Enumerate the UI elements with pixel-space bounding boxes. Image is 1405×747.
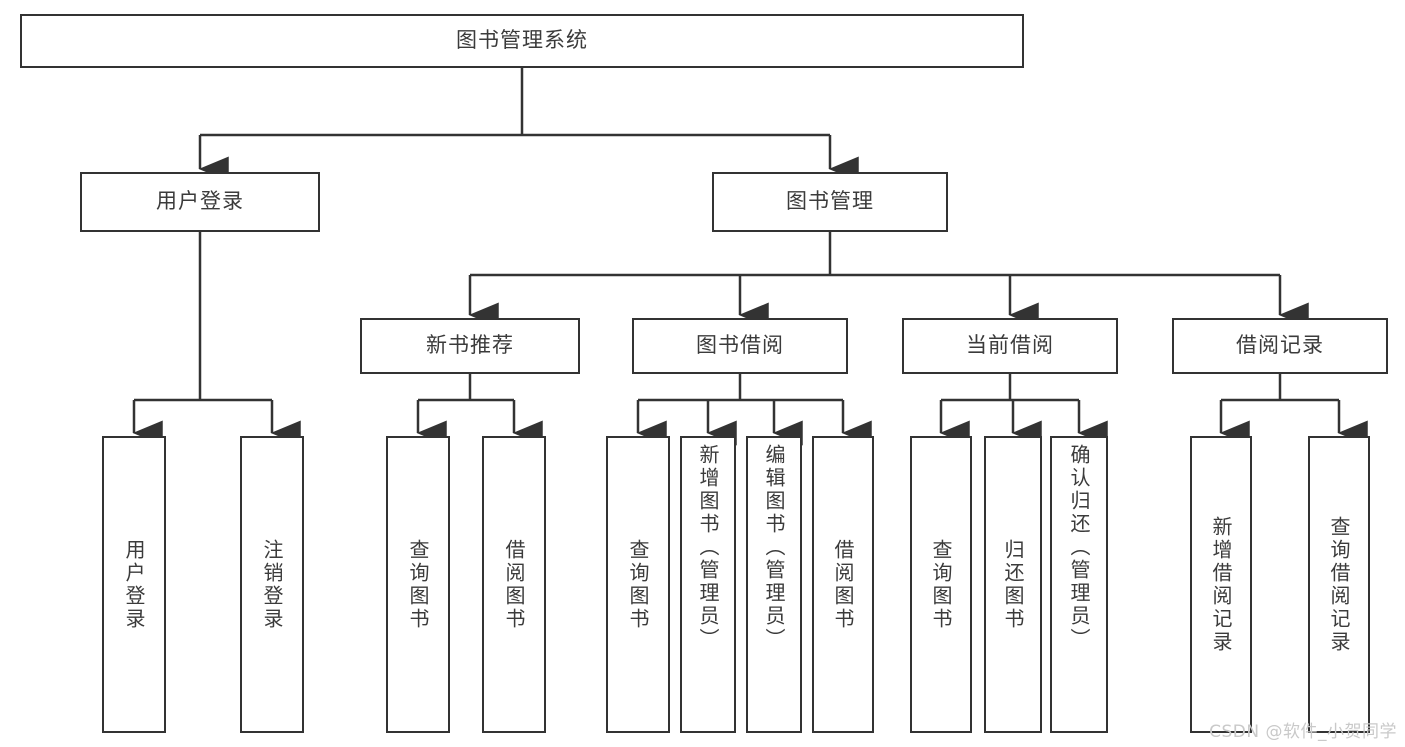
node-leaf-borrow-book-2[interactable]: 借阅图书 (812, 436, 874, 733)
node-label: 新增借阅记录 (1209, 515, 1233, 654)
leaf-text-wrap: 归还图书 (986, 438, 1040, 731)
node-root-system[interactable]: 图书管理系统 (20, 14, 1024, 68)
node-label: 查询图书 (626, 538, 650, 631)
node-label: 编辑图书（管理员） (762, 444, 786, 651)
node-leaf-edit-book-admin[interactable]: 编辑图书（管理员） (746, 436, 802, 733)
node-leaf-add-book-admin[interactable]: 新增图书（管理员） (680, 436, 736, 733)
node-label: 用户登录 (156, 189, 244, 214)
node-label: 注销登录 (260, 538, 284, 631)
node-leaf-query-book-1[interactable]: 查询图书 (386, 436, 450, 733)
node-label: 图书借阅 (696, 333, 784, 358)
node-leaf-logout-login[interactable]: 注销登录 (240, 436, 304, 733)
leaf-text-wrap: 查询图书 (388, 438, 448, 731)
leaf-text-wrap: 用户登录 (104, 438, 164, 731)
node-label: 归还图书 (1001, 538, 1025, 631)
node-label: 借阅记录 (1236, 333, 1324, 358)
watermark: CSDN @软件_小贺同学 (1209, 722, 1397, 742)
node-new-book-recommend[interactable]: 新书推荐 (360, 318, 580, 374)
node-book-manage[interactable]: 图书管理 (712, 172, 948, 232)
node-label: 确认归还（管理员） (1067, 444, 1091, 651)
leaf-text-wrap: 新增图书（管理员） (682, 438, 734, 737)
leaf-text-wrap: 查询借阅记录 (1310, 438, 1368, 731)
node-leaf-query-borrow-record[interactable]: 查询借阅记录 (1308, 436, 1370, 733)
node-label: 用户登录 (122, 538, 146, 631)
leaf-text-wrap: 新增借阅记录 (1192, 438, 1250, 731)
node-label: 新增图书（管理员） (696, 444, 720, 651)
node-label: 图书管理 (786, 189, 874, 214)
node-leaf-query-book-3[interactable]: 查询图书 (910, 436, 972, 733)
node-label: 查询借阅记录 (1327, 515, 1351, 654)
node-current-borrow[interactable]: 当前借阅 (902, 318, 1118, 374)
leaf-text-wrap: 确认归还（管理员） (1052, 438, 1106, 737)
node-leaf-user-login[interactable]: 用户登录 (102, 436, 166, 733)
node-leaf-add-borrow-record[interactable]: 新增借阅记录 (1190, 436, 1252, 733)
node-leaf-confirm-return-admin[interactable]: 确认归还（管理员） (1050, 436, 1108, 733)
node-label: 图书管理系统 (456, 28, 588, 53)
node-leaf-borrow-book-1[interactable]: 借阅图书 (482, 436, 546, 733)
node-leaf-return-book[interactable]: 归还图书 (984, 436, 1042, 733)
node-user-login[interactable]: 用户登录 (80, 172, 320, 232)
leaf-text-wrap: 编辑图书（管理员） (748, 438, 800, 737)
leaf-text-wrap: 借阅图书 (484, 438, 544, 731)
node-label: 借阅图书 (831, 538, 855, 631)
node-label: 查询图书 (406, 538, 430, 631)
node-leaf-query-book-2[interactable]: 查询图书 (606, 436, 670, 733)
node-borrow-record[interactable]: 借阅记录 (1172, 318, 1388, 374)
node-label: 借阅图书 (502, 538, 526, 631)
leaf-text-wrap: 查询图书 (912, 438, 970, 731)
node-label: 当前借阅 (966, 333, 1054, 358)
leaf-text-wrap: 查询图书 (608, 438, 668, 731)
node-label: 查询图书 (929, 538, 953, 631)
node-book-borrow[interactable]: 图书借阅 (632, 318, 848, 374)
leaf-text-wrap: 注销登录 (242, 438, 302, 731)
leaf-text-wrap: 借阅图书 (814, 438, 872, 731)
node-label: 新书推荐 (426, 333, 514, 358)
